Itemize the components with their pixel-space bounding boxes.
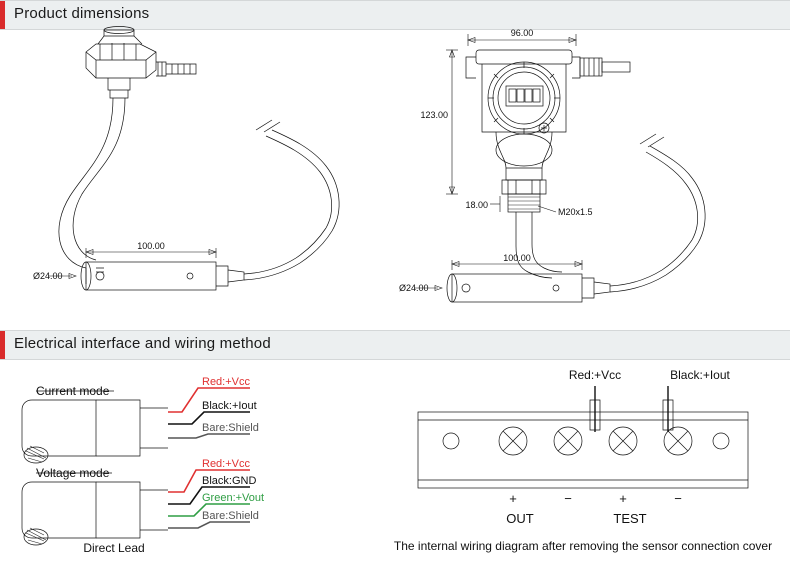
wiring-current-mode: Current mode Red:+Vcc Black:+Iout Bare:S… xyxy=(21,376,259,464)
polarity-3: − xyxy=(674,491,682,506)
right-sensor-drawing: 96.00 xyxy=(399,28,706,303)
right-transmitter-housing xyxy=(465,49,631,273)
terminal-top-label-1: Black:+Iout xyxy=(670,368,730,382)
right-dim-neck: 18.00 xyxy=(465,196,501,212)
left-length-label: 100.00 xyxy=(137,241,165,251)
right-thread-callout: M20x1.5 xyxy=(537,205,593,217)
polarity-1: − xyxy=(564,491,572,506)
section-header-product-dimensions: Product dimensions xyxy=(0,0,790,30)
group-label-test: TEST xyxy=(613,511,646,526)
left-diameter-label: 24.00 xyxy=(40,271,63,281)
current-wire-label-2: Bare:Shield xyxy=(202,422,259,434)
section-accent-bar xyxy=(0,1,5,29)
current-wire-label-1: Black:+Iout xyxy=(202,400,257,412)
right-cable-break-marks xyxy=(639,133,665,148)
left-dim-length: 100.00 xyxy=(85,241,217,258)
right-diameter-symbol: Ø xyxy=(399,283,406,293)
polarity-0: + xyxy=(509,491,517,506)
voltage-wire-label-1: Black:GND xyxy=(202,475,256,487)
left-sensor-drawing: 100.00 Ø 24.00 xyxy=(33,26,340,291)
direct-lead-caption: Direct Lead xyxy=(83,541,144,555)
voltage-probe-face xyxy=(23,527,49,546)
terminal-caption: The internal wiring diagram after removi… xyxy=(394,539,772,553)
right-dim-length: 100.00 xyxy=(451,253,583,270)
current-probe-face xyxy=(23,445,49,464)
terminal-screws xyxy=(498,426,693,456)
left-diameter-symbol: Ø xyxy=(33,271,40,281)
left-junction-box xyxy=(85,26,197,99)
terminal-block-diagram: Red:+Vcc Black:+Iout xyxy=(394,368,772,553)
voltage-wire-label-0: Red:+Vcc xyxy=(202,458,250,470)
right-neck-label: 18.00 xyxy=(465,200,488,210)
right-thread-label: M20x1.5 xyxy=(558,207,593,217)
section-header-electrical: Electrical interface and wiring method xyxy=(0,330,790,360)
terminal-top-label-0: Red:+Vcc xyxy=(569,368,621,382)
current-wire-label-0: Red:+Vcc xyxy=(202,376,250,388)
section-title: Product dimensions xyxy=(14,5,150,22)
left-dim-diameter: Ø 24.00 xyxy=(33,271,77,281)
voltage-wire-label-2: Green:+Vout xyxy=(202,492,264,504)
section-title: Electrical interface and wiring method xyxy=(14,335,271,352)
right-diameter-label: 24.00 xyxy=(406,283,429,293)
left-probe-body xyxy=(80,129,340,291)
group-label-out: OUT xyxy=(506,511,534,526)
right-height-label: 123.00 xyxy=(420,110,448,120)
voltage-wire-label-3: Bare:Shield xyxy=(202,510,259,522)
right-width-label: 96.00 xyxy=(511,28,534,38)
right-dim-diameter: Ø 24.00 xyxy=(399,283,443,293)
section-accent-bar xyxy=(0,331,5,359)
right-dim-width: 96.00 xyxy=(467,28,577,46)
right-probe-body xyxy=(446,133,706,303)
left-cable-break-marks xyxy=(255,119,281,133)
right-dim-height: 123.00 xyxy=(420,49,458,195)
right-length-label: 100.00 xyxy=(503,253,531,263)
polarity-2: + xyxy=(619,491,627,506)
wiring-voltage-mode: Voltage mode Red:+Vcc Black:GND Green:+V… xyxy=(21,458,264,546)
